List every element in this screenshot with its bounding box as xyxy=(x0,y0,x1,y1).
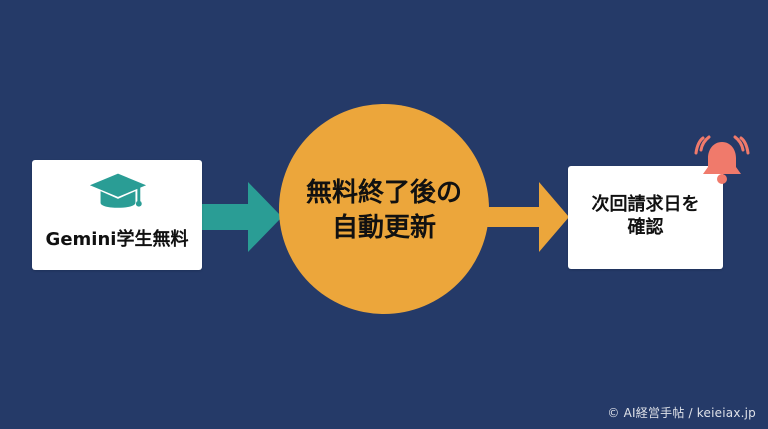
right-box: 次回請求日を 確認 xyxy=(568,166,723,269)
bell-icon xyxy=(694,135,750,184)
center-circle: 無料終了後の 自動更新 xyxy=(279,104,489,314)
copyright-text: © AI経営手帖 / keieiax.jp xyxy=(607,406,756,420)
center-label: 無料終了後の 自動更新 xyxy=(305,178,462,244)
teal-arrow xyxy=(200,182,282,252)
right-box-label: 次回請求日を 確認 xyxy=(591,194,700,238)
left-box-label: Gemini学生無料 xyxy=(45,229,189,250)
graduation-cap-icon xyxy=(89,173,147,208)
orange-arrow xyxy=(487,182,569,252)
